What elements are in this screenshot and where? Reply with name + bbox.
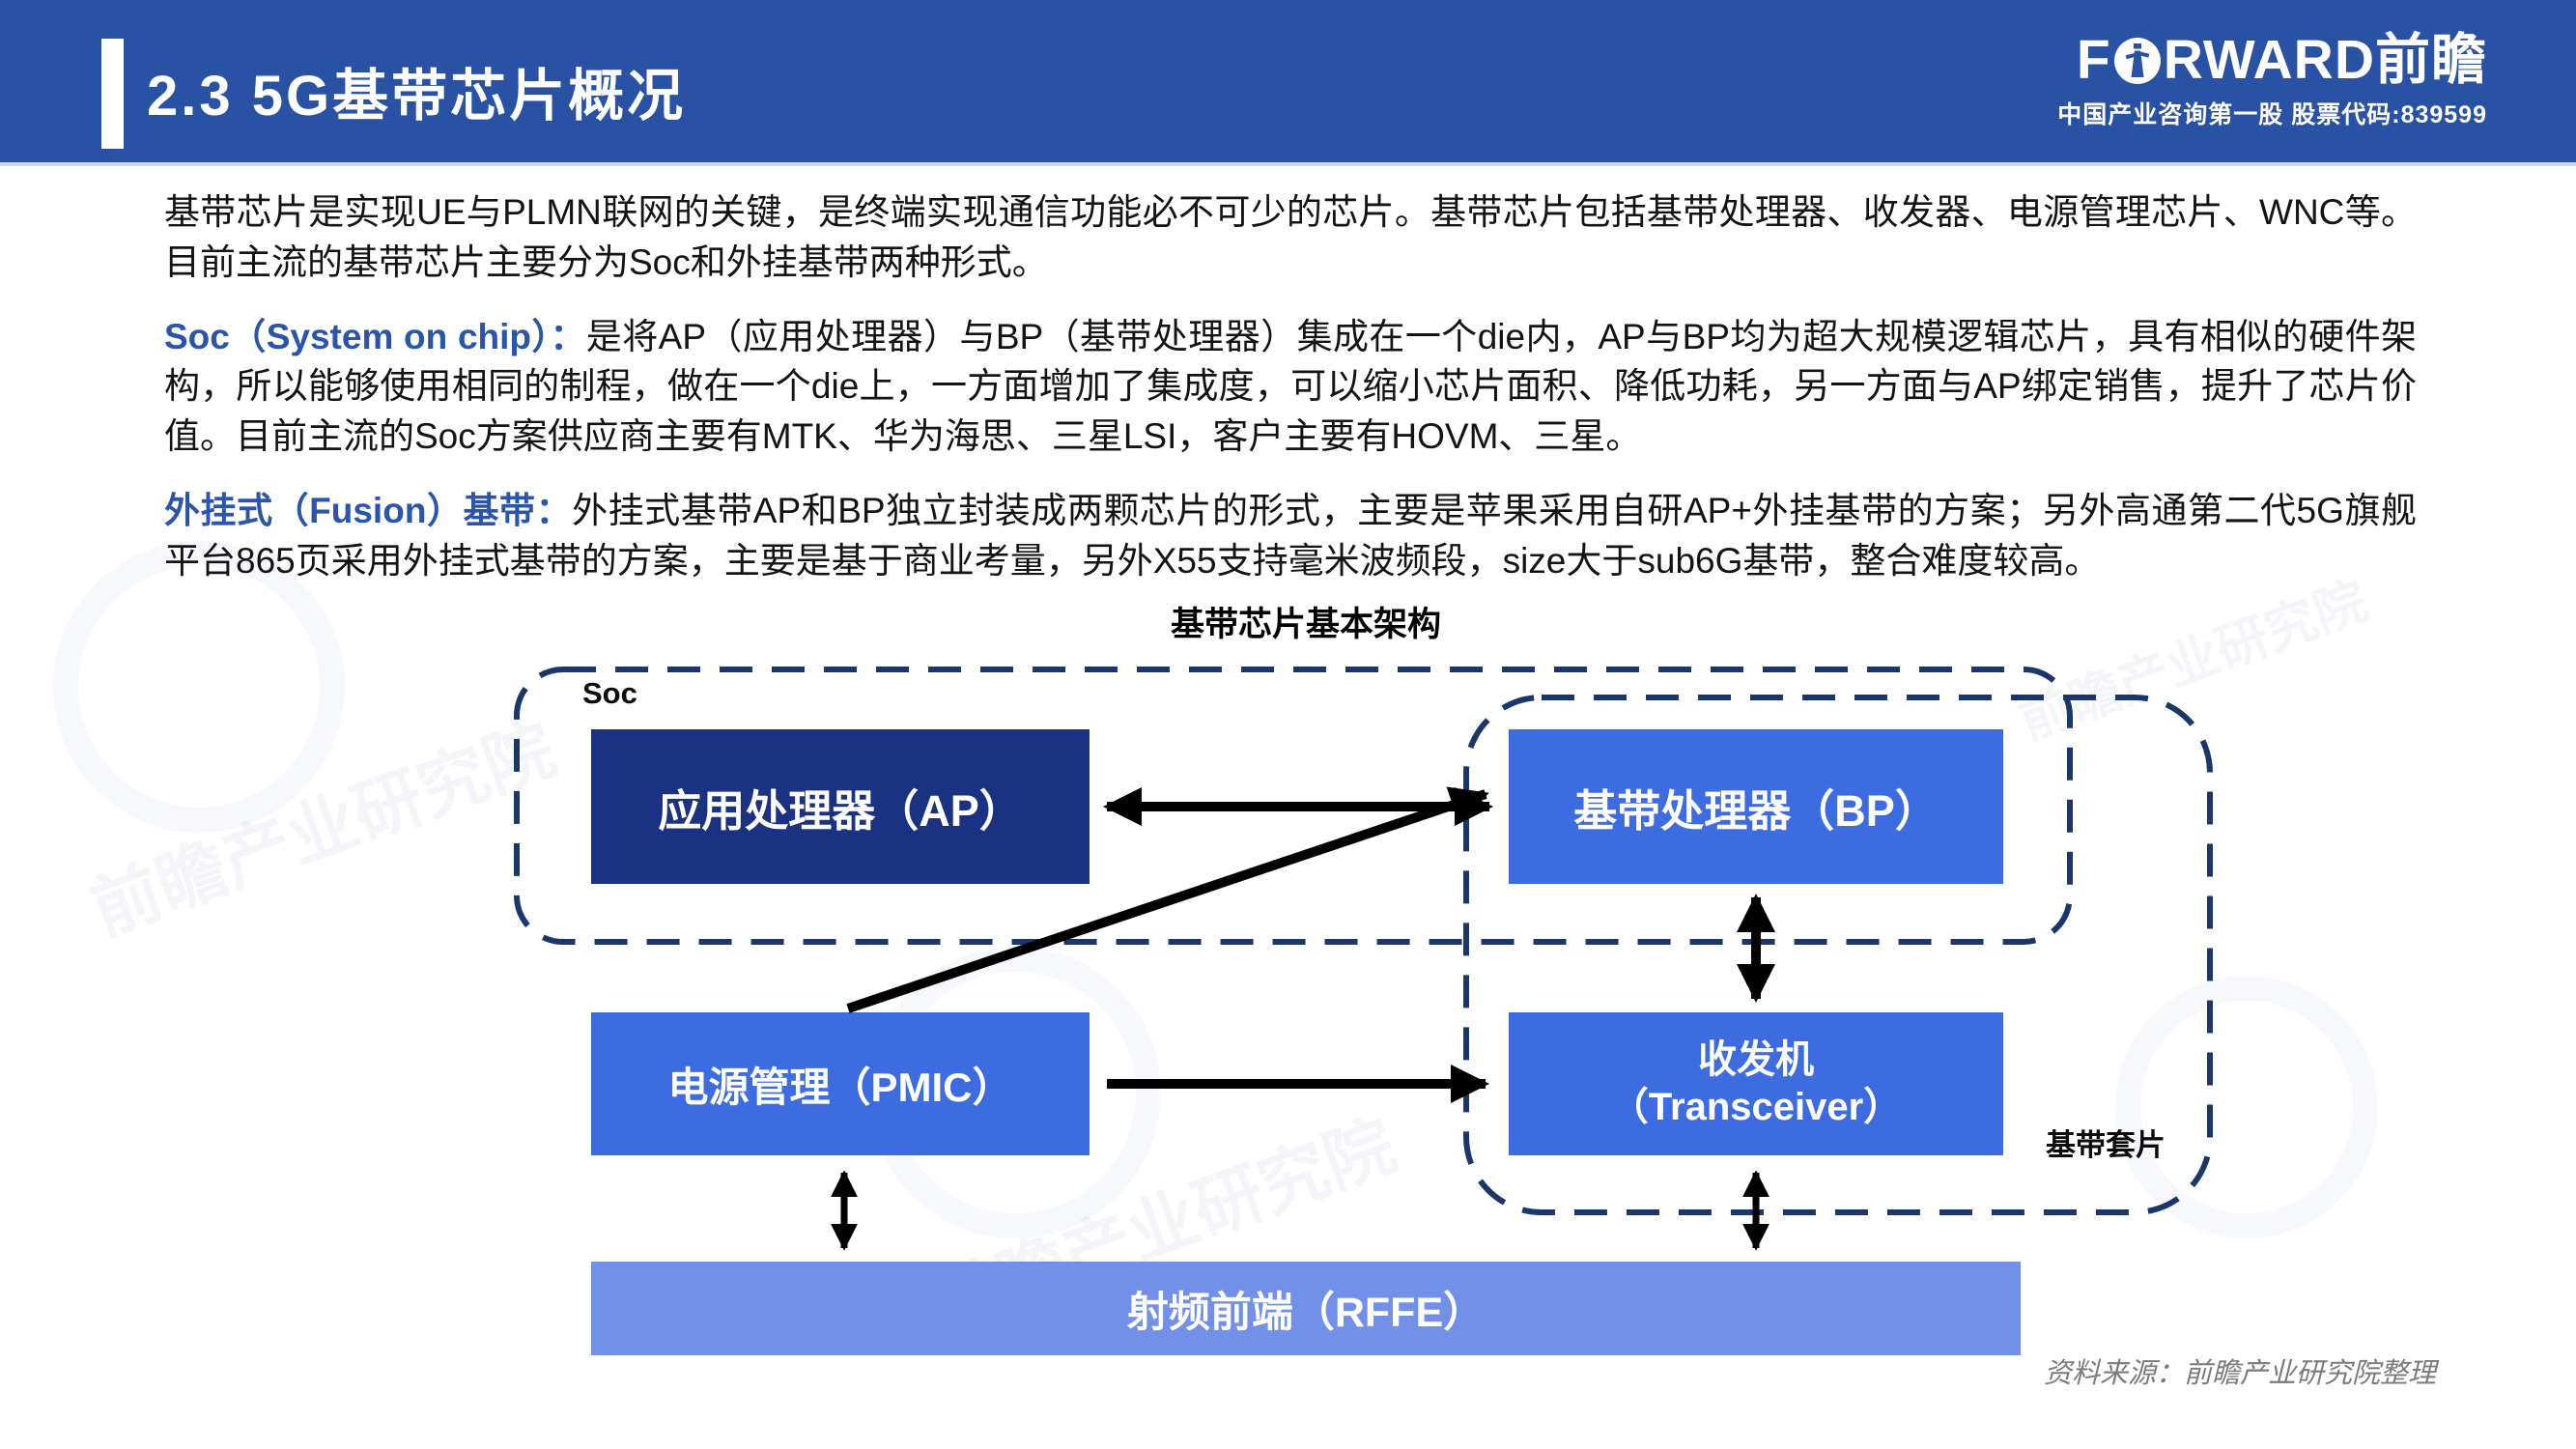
paragraph-body: 外挂式基带AP和BP独立封装成两颗芯片的形式，主要是苹果采用自研AP+外挂基带的… (164, 490, 2417, 581)
transceiver-label-line2: （Transceiver） (1609, 1086, 1903, 1128)
paragraph-intro: 基带芯片是实现UE与PLMN联网的关键，是终端实现通信功能必不可少的芯片。基带芯… (164, 187, 2417, 288)
transceiver-box: 收发机 （Transceiver） (1509, 1012, 2003, 1155)
forward-logo-tagline: 中国产业咨询第一股 股票代码:839599 (2057, 101, 2487, 128)
page-title: 2.3 5G基带芯片概况 (147, 65, 687, 128)
body-text: 基带芯片是实现UE与PLMN联网的关键，是终端实现通信功能必不可少的芯片。基带芯… (164, 187, 2417, 611)
forward-logo-text-pre: F (2076, 29, 2111, 91)
title-accent-bar (101, 39, 124, 149)
paragraph-body: 基带芯片是实现UE与PLMN联网的关键，是终端实现通信功能必不可少的芯片。基带芯… (164, 192, 2417, 282)
baseband-chipset-group-label: 基带套片 (2046, 1128, 2166, 1162)
bp-box: 基带处理器（BP） (1509, 729, 2003, 884)
paragraph-fusion: 外挂式（Fusion）基带：外挂式基带AP和BP独立封装成两颗芯片的形式，主要是… (164, 486, 2417, 586)
soc-group-label: Soc (582, 676, 637, 710)
paragraph-body: 是将AP（应用处理器）与BP（基带处理器）集成在一个die内，AP与BP均为超大… (164, 316, 2417, 457)
paragraph-lead: Soc（System on chip）： (164, 316, 586, 356)
paragraph-soc: Soc（System on chip）：是将AP（应用处理器）与BP（基带处理器… (164, 312, 2417, 462)
lighthouse-logo-icon (2113, 37, 2162, 85)
source-note: 资料来源：前瞻产业研究院整理 (2043, 1358, 2436, 1389)
forward-logo-text-post: RWARD前瞻 (2163, 29, 2487, 91)
paragraph-lead: 外挂式（Fusion）基带： (164, 490, 573, 530)
figure-title: 基带芯片基本架构 (1170, 606, 1441, 643)
watermark-logo-circle (2115, 976, 2378, 1238)
rffe-box: 射频前端（RFFE） (591, 1262, 2021, 1355)
ap-box: 应用处理器（AP） (591, 729, 1090, 884)
pmic-box: 电源管理（PMIC） (591, 1012, 1090, 1155)
transceiver-label-line1: 收发机 (1698, 1038, 1814, 1082)
